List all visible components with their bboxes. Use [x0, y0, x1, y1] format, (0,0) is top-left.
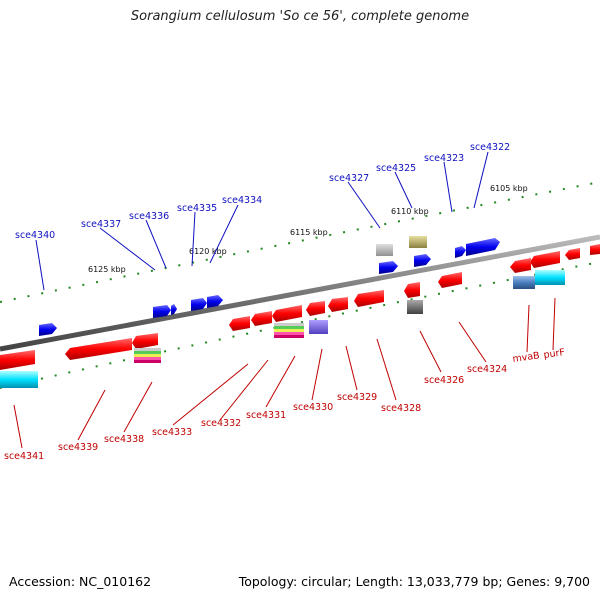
feature-steel [513, 276, 535, 289]
label-sce4329[interactable]: sce4329 [337, 392, 377, 403]
scale-label-6105: 6105 kbp [490, 184, 528, 193]
label-purF[interactable]: purF [543, 347, 566, 361]
label-sce4333[interactable]: sce4333 [152, 427, 192, 438]
label-sce4323[interactable]: sce4323 [424, 153, 464, 164]
gene-sce4332[interactable] [251, 311, 272, 326]
label-sce4325[interactable]: sce4325 [376, 163, 416, 174]
forward-gene-blocks [39, 238, 500, 336]
feature-striped-b [134, 348, 161, 363]
gene-sce4341[interactable] [0, 350, 35, 370]
label-sce4331[interactable]: sce4331 [246, 410, 286, 421]
forward-gene-labels: sce4322 sce4323 sce4325 sce4327 sce4334 … [15, 142, 510, 241]
label-sce4328[interactable]: sce4328 [381, 403, 421, 414]
label-sce4336[interactable]: sce4336 [129, 211, 169, 222]
feature-olive [409, 236, 427, 248]
scale-track-outer [0, 181, 600, 303]
gene-sce4327[interactable] [379, 261, 398, 274]
scale-label-6120: 6120 kbp [189, 247, 227, 256]
genome-backbone [0, 234, 600, 352]
scale-label-6125: 6125 kbp [88, 265, 126, 274]
gene-sce4331[interactable] [272, 305, 302, 322]
gene-sce4328[interactable] [354, 290, 384, 307]
gene-mvaB-red[interactable] [530, 251, 560, 268]
label-sce4335[interactable]: sce4335 [177, 203, 217, 214]
scale-label-6110: 6110 kbp [391, 207, 429, 216]
feature-striped-a [274, 323, 304, 338]
label-sce4337[interactable]: sce4337 [81, 219, 121, 230]
label-sce4330[interactable]: sce4330 [293, 402, 333, 413]
accession-text: Accession: NC_010162 [9, 574, 152, 589]
gene-sce4336-b[interactable] [171, 304, 177, 315]
gene-sce4323[interactable] [455, 246, 466, 258]
label-sce4339[interactable]: sce4339 [58, 442, 98, 453]
feature-purple [309, 320, 328, 334]
feature-gray [376, 244, 393, 256]
gene-red-b[interactable] [510, 258, 531, 273]
reverse-gene-labels: purF mvaB sce4324 sce4326 sce4328 sce432… [4, 347, 566, 462]
map-title: Sorangium cellulosum 'So ce 56', complet… [130, 9, 470, 24]
gene-sce4322[interactable] [466, 238, 500, 256]
label-mvaB[interactable]: mvaB [512, 350, 540, 365]
feature-cyan-left [0, 371, 38, 388]
label-sce4338[interactable]: sce4338 [104, 434, 144, 445]
gene-sce4339[interactable] [65, 338, 132, 360]
label-sce4334[interactable]: sce4334 [222, 195, 262, 206]
gene-sce4340[interactable] [39, 323, 57, 336]
label-sce4340[interactable]: sce4340 [15, 230, 55, 241]
label-sce4341[interactable]: sce4341 [4, 451, 44, 462]
gene-purF-red[interactable] [590, 244, 600, 255]
label-sce4322[interactable]: sce4322 [470, 142, 510, 153]
label-sce4327[interactable]: sce4327 [329, 173, 369, 184]
gene-sce4329[interactable] [328, 297, 348, 312]
label-sce4324[interactable]: sce4324 [467, 364, 507, 375]
gene-sce4325[interactable] [414, 254, 431, 267]
gene-sce4334[interactable] [207, 295, 223, 308]
reverse-leader-lines [13, 297, 556, 449]
feature-cyan-right [535, 270, 565, 285]
label-sce4326[interactable]: sce4326 [424, 375, 464, 386]
gene-sce4330[interactable] [306, 301, 325, 316]
gene-sce4335[interactable] [191, 298, 207, 311]
gene-sce4326[interactable] [404, 282, 420, 298]
genome-stats-text: Topology: circular; Length: 13,033,779 b… [238, 574, 590, 589]
reverse-gene-blocks [0, 244, 600, 370]
gene-sce4333[interactable] [229, 316, 250, 331]
gene-sce4336[interactable] [153, 305, 171, 318]
label-sce4332[interactable]: sce4332 [201, 418, 241, 429]
scale-label-6115: 6115 kbp [290, 228, 328, 237]
gene-sce4324[interactable] [438, 272, 462, 288]
gene-red-a[interactable] [565, 248, 580, 260]
gene-sce4338[interactable] [132, 333, 158, 349]
feature-dark [407, 300, 423, 314]
forward-leader-lines [35, 151, 489, 291]
